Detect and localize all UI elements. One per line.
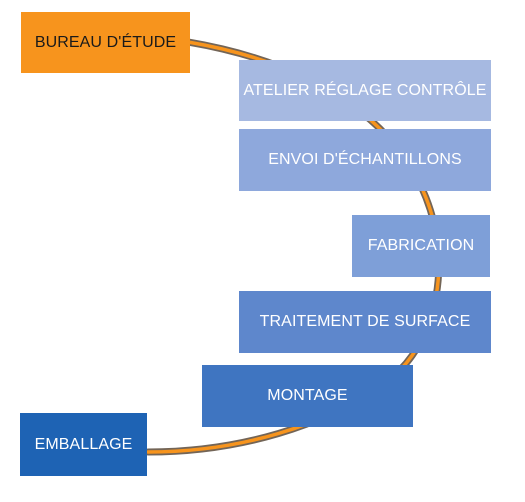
- step-montage-label: MONTAGE: [267, 387, 348, 404]
- step-atelier-reglage: ATELIER RÉGLAGE CONTRÔLE: [239, 60, 491, 121]
- step-emballage-label: EMBALLAGE: [34, 435, 133, 453]
- step-montage: MONTAGE: [202, 365, 413, 427]
- step-bureau-etude: BUREAU D'ÉTUDE: [21, 12, 190, 73]
- step-bureau-etude-label: BUREAU D'ÉTUDE: [34, 33, 177, 51]
- step-fabrication: FABRICATION: [352, 215, 490, 277]
- step-emballage: EMBALLAGE: [20, 413, 147, 476]
- step-envoi-echantillons-label: ENVOI D'ÉCHANTILLONS: [268, 151, 462, 168]
- step-traitement-surface-label: TRAITEMENT DE SURFACE: [259, 313, 471, 330]
- step-atelier-reglage-label: ATELIER RÉGLAGE CONTRÔLE: [243, 81, 487, 99]
- step-traitement-surface: TRAITEMENT DE SURFACE: [239, 291, 491, 353]
- step-envoi-echantillons: ENVOI D'ÉCHANTILLONS: [239, 129, 491, 191]
- step-fabrication-label: FABRICATION: [367, 237, 475, 254]
